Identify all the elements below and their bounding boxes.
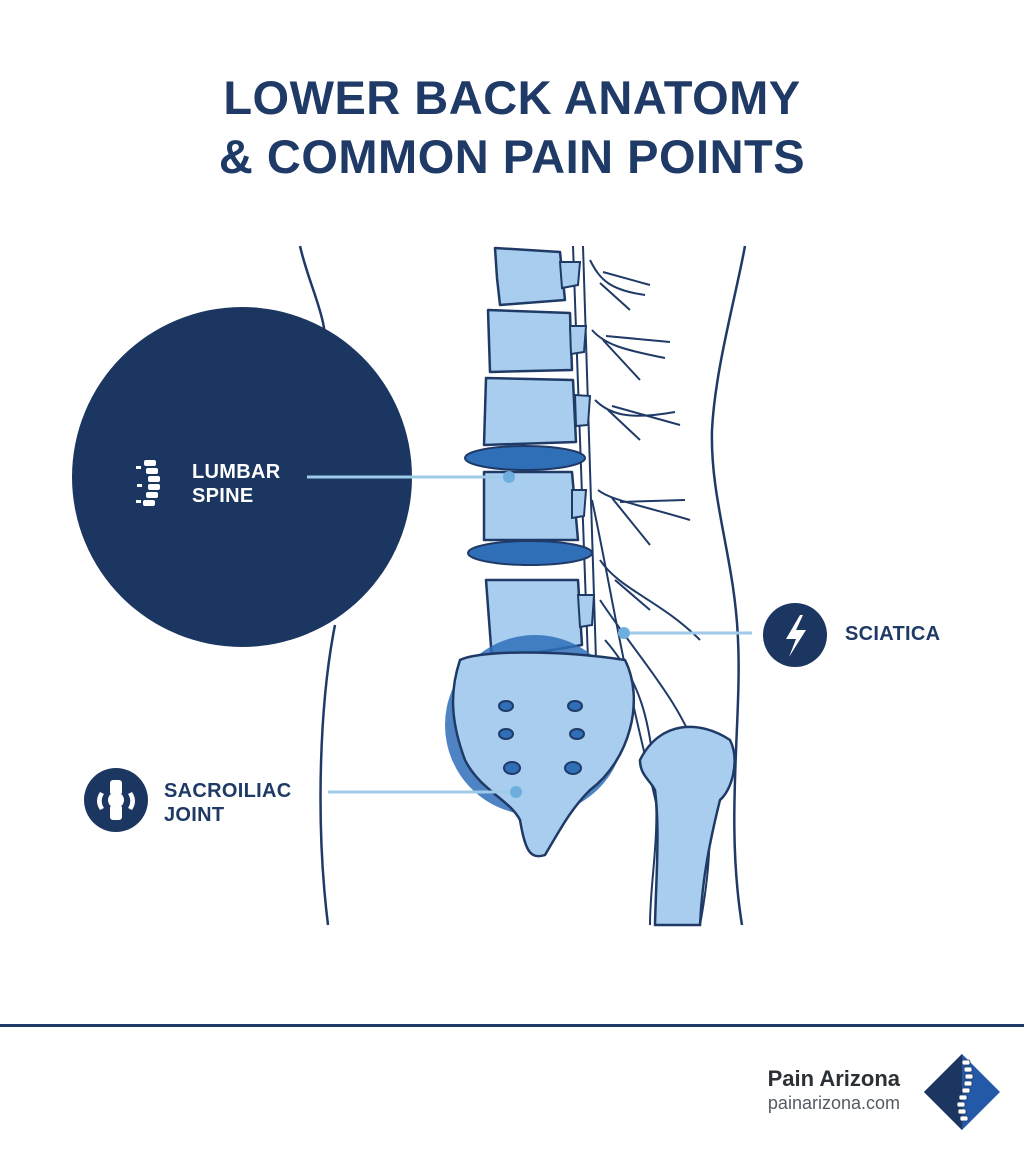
intervertebral-discs bbox=[464, 445, 593, 566]
disc-lower bbox=[467, 540, 593, 566]
brand-name: Pain Arizona bbox=[767, 1066, 900, 1091]
spine-diamond-logo bbox=[924, 1054, 1000, 1130]
title-line-1: LOWER BACK ANATOMY bbox=[223, 71, 801, 124]
vertebra-l2 bbox=[486, 308, 574, 374]
disc-upper bbox=[464, 445, 586, 471]
lumbar-spine-label: LUMBAR SPINE bbox=[192, 460, 280, 508]
joint-icon bbox=[97, 780, 135, 820]
vertebra-l4 bbox=[482, 470, 580, 542]
leader-lines bbox=[307, 475, 752, 794]
brand-url: painarizona.com bbox=[767, 1093, 900, 1113]
footer-divider bbox=[0, 1024, 1024, 1027]
lumbar-spine-circle bbox=[72, 307, 412, 647]
lightning-icon bbox=[786, 615, 806, 657]
brand-block: Pain Arizona painarizona.com bbox=[768, 1066, 900, 1114]
page-title: LOWER BACK ANATOMY & COMMON PAIN POINTS bbox=[0, 68, 1024, 186]
leader-dots bbox=[503, 471, 630, 798]
vertebra-processes bbox=[558, 261, 596, 629]
vertebra-l3 bbox=[482, 376, 578, 447]
sacrum bbox=[451, 651, 636, 858]
spine-icon bbox=[136, 460, 160, 506]
femur bbox=[638, 725, 736, 927]
sciatica-label-text: SCIATICA bbox=[845, 623, 941, 645]
body-outline-right bbox=[710, 245, 747, 926]
anatomy-diagram bbox=[72, 245, 827, 927]
sacroiliac-joint-label: SACROILIAC JOINT bbox=[164, 779, 291, 827]
vertebra-l1 bbox=[493, 246, 567, 307]
sciatica-label: SCIATICA bbox=[845, 622, 940, 646]
sacro-label-line-2: JOINT bbox=[164, 804, 225, 826]
lumbar-label-line-2: SPINE bbox=[192, 485, 254, 507]
sacral-foramina bbox=[498, 700, 585, 775]
lumbar-label-line-1: LUMBAR bbox=[192, 461, 281, 483]
sacro-label-line-1: SACROILIAC bbox=[164, 780, 292, 802]
title-line-2: & COMMON PAIN POINTS bbox=[218, 130, 806, 183]
